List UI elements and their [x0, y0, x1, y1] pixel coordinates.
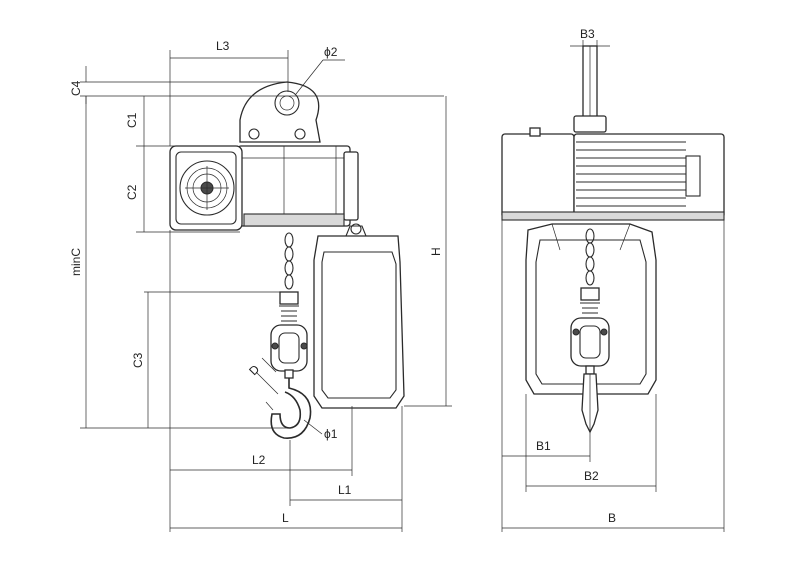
suspension-lug — [239, 81, 321, 143]
label-C4: C4 — [69, 80, 83, 96]
label-C3: C3 — [131, 352, 145, 368]
label-H: H — [429, 247, 443, 256]
label-B: B — [608, 511, 616, 525]
load-chain — [284, 232, 294, 290]
front-hook-block — [570, 287, 610, 434]
hook-block — [265, 291, 312, 439]
fan-cover — [169, 145, 243, 231]
side-view — [169, 81, 405, 439]
label-B1: B1 — [536, 439, 551, 453]
front-motor — [501, 127, 725, 221]
label-C1: C1 — [125, 112, 139, 128]
label-phi1: ϕ1 — [324, 427, 338, 441]
front-view — [501, 45, 725, 434]
label-L3: L3 — [216, 39, 230, 53]
dimension-lines — [80, 40, 725, 532]
label-phi2: ϕ2 — [324, 45, 338, 59]
front-lug — [573, 45, 607, 133]
label-L1: L1 — [338, 483, 352, 497]
hoist-body — [237, 145, 359, 227]
front-chain — [585, 228, 595, 286]
label-B2: B2 — [584, 469, 599, 483]
label-L: L — [282, 511, 289, 525]
label-L2: L2 — [252, 453, 266, 467]
label-C2: C2 — [125, 184, 139, 200]
dimension-labels: L3 ϕ2 B3 C4 C1 C2 minC H C3 D ϕ1 L2 L1 L… — [69, 27, 616, 525]
front-housing — [525, 223, 657, 395]
label-B3: B3 — [580, 27, 595, 41]
label-minC: minC — [69, 248, 83, 276]
chain-bag — [313, 223, 405, 409]
